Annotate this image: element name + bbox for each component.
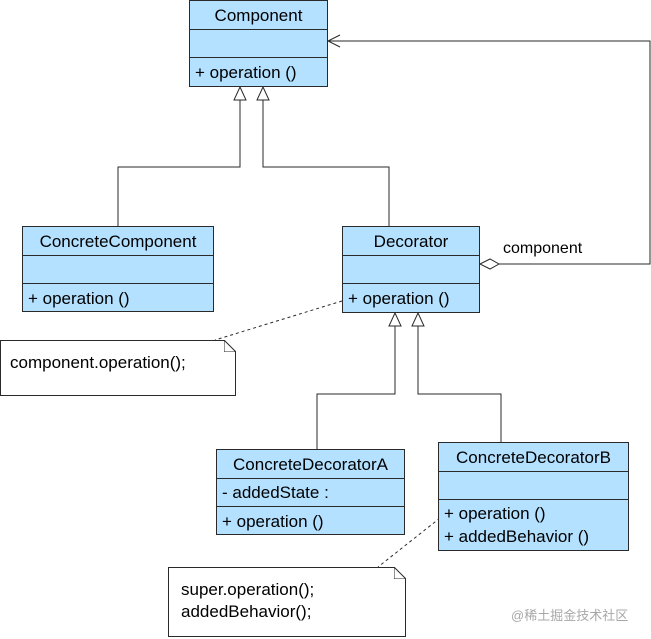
generalization-arrowhead — [411, 311, 425, 327]
generalization-arrowhead — [233, 85, 247, 101]
generalization-arrowhead — [388, 311, 402, 327]
note-text: super.operation(); — [181, 580, 315, 599]
attributes-section: - addedState : — [217, 479, 404, 507]
aggregation-diamond — [478, 258, 501, 270]
class-concrete-decorator-b[interactable]: ConcreteDecoratorB + operation () + adde… — [438, 442, 629, 551]
note-fold-corner — [224, 340, 236, 352]
class-name: Decorator — [343, 227, 479, 256]
note-text: addedBehavior(); — [181, 602, 312, 621]
operations-section: + operation () — [343, 284, 479, 310]
note-anchor-decoratorb — [377, 517, 441, 568]
class-name: ConcreteComponent — [23, 227, 213, 256]
operation: + operation () — [444, 504, 546, 523]
note-text: component.operation(); — [10, 353, 186, 372]
operations-section: + operation () — [23, 284, 213, 310]
attributes-section — [343, 256, 479, 284]
operation: + operation () — [28, 289, 130, 308]
note-concrete-decorator-b: super.operation(); addedBehavior(); — [168, 567, 406, 637]
class-concrete-decorator-a[interactable]: ConcreteDecoratorA - addedState : + oper… — [216, 449, 405, 535]
generalization-decoratora-to-decorator — [316, 326, 396, 449]
generalization-concretecomponent-to-component — [117, 100, 241, 226]
note-decorator: component.operation(); — [0, 340, 236, 396]
aggregation-decorator-to-component — [328, 40, 651, 265]
operations-section: + operation () — [217, 507, 404, 533]
generalization-decorator-to-component — [262, 100, 390, 226]
operation: + operation () — [348, 289, 450, 308]
generalization-arrowhead — [256, 85, 270, 101]
operation: + operation () — [222, 512, 324, 531]
operation: + addedBehavior () — [444, 527, 590, 546]
navigability-arrowhead — [326, 34, 341, 48]
attributes-section — [23, 256, 213, 284]
class-component[interactable]: Component + operation () — [189, 0, 328, 87]
class-name: ConcreteDecoratorA — [217, 450, 404, 479]
class-name: Component — [190, 1, 327, 30]
attribute: - addedState : — [222, 483, 329, 502]
watermark: @稀土掘金技术社区 — [511, 608, 629, 623]
generalization-decoratorb-to-decorator — [417, 326, 502, 442]
class-name: ConcreteDecoratorB — [439, 443, 628, 472]
operation: + operation () — [195, 63, 297, 82]
operations-section: + operation () + addedBehavior () — [439, 500, 628, 548]
aggregation-role-label: component — [503, 240, 583, 257]
class-concrete-component[interactable]: ConcreteComponent + operation () — [22, 226, 214, 312]
note-anchor-decorator — [214, 300, 343, 341]
attributes-section — [190, 30, 327, 58]
note-fold-corner — [394, 567, 406, 579]
attributes-section — [439, 472, 628, 500]
class-decorator[interactable]: Decorator + operation () — [342, 226, 480, 313]
operations-section: + operation () — [190, 58, 327, 84]
